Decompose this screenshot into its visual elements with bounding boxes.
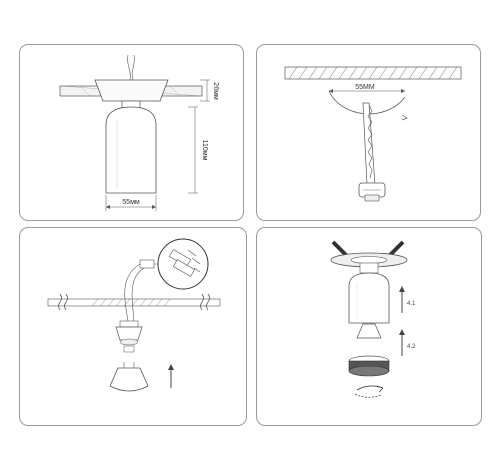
panel-cut-hole: 55ММ [256, 44, 481, 221]
wiring-drawing [47, 238, 221, 392]
dimensions-drawing: 26мм 110мм 55мм [59, 54, 219, 211]
label-step-2: 4.2 [407, 344, 416, 350]
panel-dimensions: 26мм 110мм 55мм [19, 44, 244, 221]
mounting-drawing: 4.1 4.2 [330, 240, 416, 398]
label-hole-diameter: 55ММ [355, 84, 375, 91]
label-width: 55мм [122, 199, 140, 206]
cut-hole-drawing: 55ММ [284, 66, 462, 202]
panel-mounting: 4.1 4.2 [256, 227, 482, 426]
label-height-body: 110мм [201, 140, 208, 161]
label-height-small: 26мм [212, 82, 219, 100]
label-step-1: 4.1 [407, 301, 416, 307]
panel-wiring [19, 227, 247, 426]
